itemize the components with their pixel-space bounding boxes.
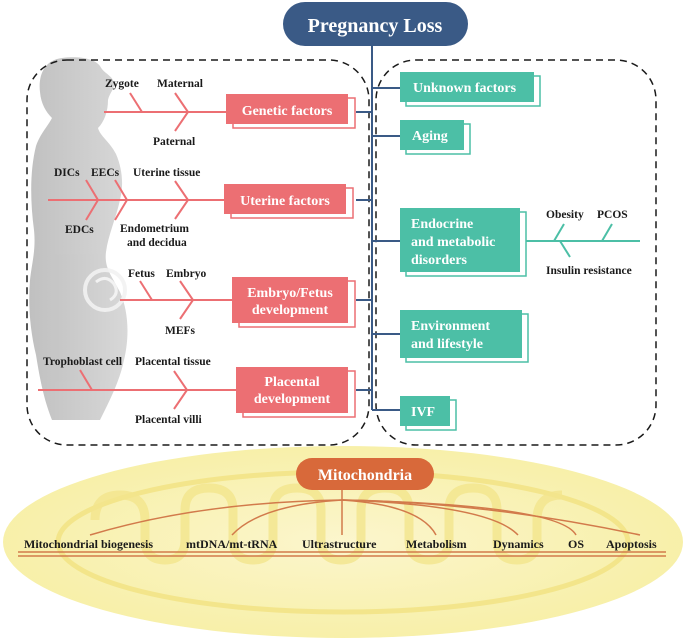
embryo-fetus-branch: Fetus Embryo MEFs Embryo/Fetus developme…	[120, 268, 356, 337]
label-mitochondrial-biogenesis: Mitochondrial biogenesis	[24, 537, 153, 551]
environment-label-line2: and lifestyle	[411, 337, 483, 352]
environment-label-line1: Environment	[411, 319, 490, 334]
label-dics: DICs	[54, 167, 80, 179]
endocrine-branch: Obesity PCOS Insulin resistance Endocrin…	[400, 208, 640, 277]
label-eecs: EECs	[91, 167, 120, 179]
placental-branch: Trophoblast cell Placental tissue Placen…	[38, 356, 356, 426]
unknown-factors-box: Unknown factors	[400, 72, 541, 107]
title-box: Pregnancy Loss	[283, 2, 468, 46]
label-fetus: Fetus	[128, 268, 155, 280]
right-dashed-container	[375, 59, 657, 446]
ivf-box: IVF	[400, 396, 457, 431]
label-placental-tissue: Placental tissue	[135, 356, 211, 368]
endocrine-label-line2: and metabolic	[411, 235, 495, 250]
label-obesity: Obesity	[546, 209, 584, 221]
genetic-factors-branch: Zygote Maternal Paternal Genetic factors	[104, 78, 356, 148]
label-dynamics: Dynamics	[493, 537, 544, 551]
unknown-factors-label: Unknown factors	[413, 81, 517, 96]
central-spine	[356, 46, 400, 411]
label-embryo: Embryo	[166, 268, 207, 280]
label-insulin-resistance: Insulin resistance	[546, 265, 632, 277]
label-paternal: Paternal	[153, 136, 195, 148]
environment-box: Environment and lifestyle	[400, 310, 529, 363]
label-mtdna-mttrna: mtDNA/mt-tRNA	[186, 537, 278, 551]
label-ultrastructure: Ultrastructure	[302, 537, 377, 551]
mitochondria-branches	[18, 490, 666, 557]
mitochondria-label: Mitochondria	[318, 467, 412, 484]
mitochondria-items: Mitochondrial biogenesis mtDNA/mt-tRNA U…	[24, 537, 657, 551]
embryo-fetus-label-line1: Embryo/Fetus	[247, 286, 333, 301]
label-pcos: PCOS	[597, 209, 628, 221]
endocrine-label-line3: disorders	[411, 253, 468, 268]
label-uterine-tissue: Uterine tissue	[133, 167, 200, 179]
label-apoptosis: Apoptosis	[606, 537, 657, 551]
uterine-factors-label: Uterine factors	[240, 194, 330, 209]
pregnant-woman-silhouette	[29, 57, 128, 421]
label-maternal: Maternal	[157, 78, 203, 90]
endocrine-label-line1: Endocrine	[411, 217, 473, 232]
ivf-label: IVF	[411, 405, 435, 420]
label-endometrium: Endometrium	[120, 223, 189, 235]
label-zygote: Zygote	[105, 78, 139, 90]
label-edcs: EDCs	[65, 224, 94, 236]
label-metabolism: Metabolism	[406, 537, 467, 551]
embryo-fetus-label-line2: development	[252, 303, 329, 318]
label-and-decidua: and decidua	[127, 237, 187, 249]
placental-label-line2: development	[254, 392, 331, 407]
genetic-factors-label: Genetic factors	[242, 104, 333, 119]
label-mefs: MEFs	[165, 325, 196, 337]
placental-label-line1: Placental	[264, 375, 319, 390]
label-os: OS	[568, 537, 584, 551]
uterine-factors-branch: DICs EECs Uterine tissue EDCs Endometriu…	[48, 167, 354, 249]
aging-box: Aging	[400, 120, 471, 155]
mitochondria-box: Mitochondria	[296, 458, 434, 490]
label-placental-villi: Placental villi	[135, 414, 203, 426]
aging-label: Aging	[412, 129, 448, 144]
left-dashed-container	[26, 59, 370, 446]
page-title: Pregnancy Loss	[308, 15, 443, 37]
label-trophoblast-cell: Trophoblast cell	[43, 356, 122, 368]
